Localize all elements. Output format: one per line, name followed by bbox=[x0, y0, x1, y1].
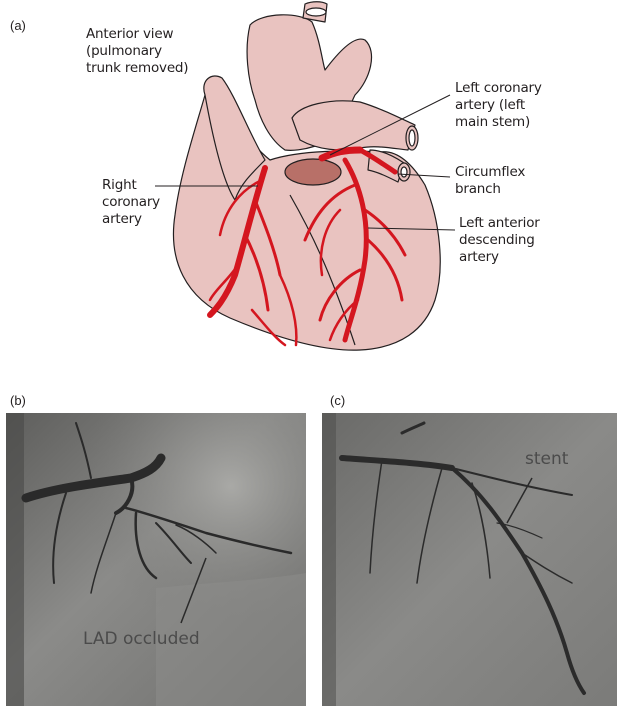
pulmonary-vessel-upper bbox=[292, 101, 415, 150]
aorta-top-opening bbox=[306, 8, 326, 16]
panel-b-label: (b) bbox=[10, 393, 26, 408]
angiogram-b: LAD occluded bbox=[6, 413, 306, 706]
label-circumflex: Circumflex branch bbox=[455, 164, 525, 198]
angio-b-annotation: LAD occluded bbox=[83, 629, 200, 649]
label-left-coronary: Left coronary artery (left main stem) bbox=[455, 80, 542, 131]
angiogram-c: stent bbox=[322, 413, 617, 706]
label-right-coronary: Right coronary artery bbox=[102, 177, 160, 228]
panel-c-label: (c) bbox=[330, 393, 345, 408]
label-anterior-view: Anterior view (pulmonary trunk removed) bbox=[86, 26, 188, 77]
label-lad: Left anterior descending artery bbox=[459, 215, 540, 266]
angio-c-annotation: stent bbox=[525, 449, 568, 469]
pulmonary-trunk-stump bbox=[285, 159, 341, 185]
